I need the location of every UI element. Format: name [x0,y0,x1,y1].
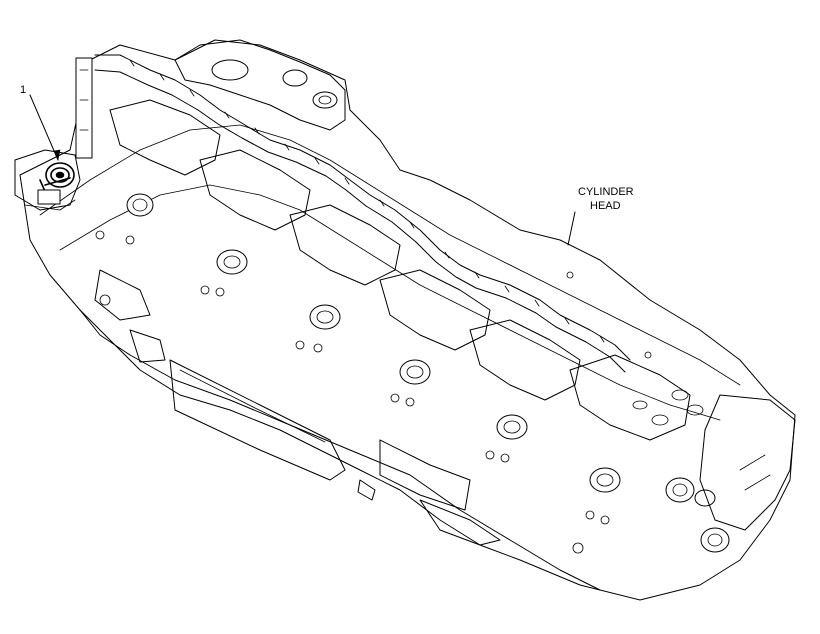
injector-ports [126,193,621,493]
upright-tube [75,57,93,159]
cylinder-head-leader [567,211,576,246]
callout-1-leader [29,94,61,161]
head-body-outline [19,39,796,601]
front-end-housing [665,394,796,553]
upper-housing [174,39,346,131]
bolt-bosses [95,230,652,554]
fuel-rail [94,54,631,373]
side-flange [94,269,501,546]
left-end-component [14,149,81,211]
rocker-arm-assemblies [109,99,704,441]
cylinder-head-label-line1: CYLINDER [578,186,634,198]
cylinder-head-label-line2: HEAD [590,200,621,212]
callout-number-label: 1 [20,84,26,96]
